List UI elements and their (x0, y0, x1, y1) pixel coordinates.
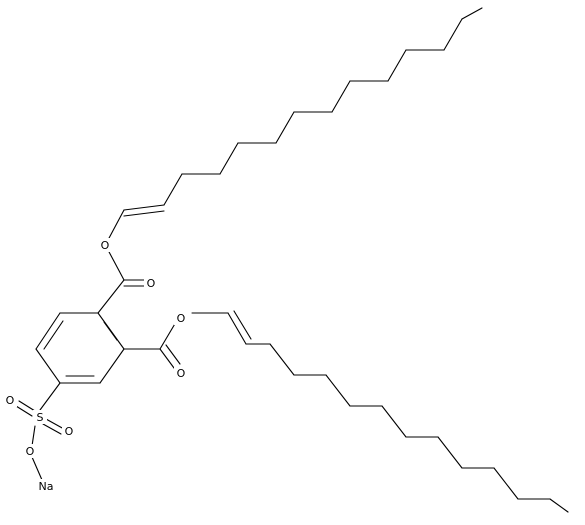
chain-bond (275, 111, 295, 144)
atom-o-ester-lower: O (174, 311, 188, 325)
carbonyl-double-bond (165, 344, 181, 365)
chain-bond (381, 405, 407, 438)
upper-ester-group (97, 249, 147, 314)
atom-sodium: Na (36, 479, 56, 493)
atom-label-o: O (26, 445, 35, 458)
sulfur-oxygen-bond (31, 425, 36, 447)
lower-ester-group (123, 321, 181, 369)
ring-to-carbonyl-bond (97, 279, 125, 314)
chain-bond (227, 312, 247, 345)
atom-label-o: O (65, 425, 74, 438)
ring-double-bond (103, 321, 118, 341)
ester-single-bond (107, 249, 125, 281)
atom-label-o: O (177, 312, 186, 325)
chain-bond (461, 7, 483, 20)
sulfonyl-double-bond (45, 418, 65, 430)
chain-bond (443, 18, 463, 51)
atom-o-sulfonyl-right: O (62, 424, 76, 438)
chain-bond (269, 343, 295, 376)
carbonyl-double-bond (159, 348, 175, 369)
ring-bond (35, 312, 61, 350)
chain-double-bond (123, 210, 165, 217)
atom-o-carbonyl-upper: O (144, 276, 158, 290)
atom-label-s: S (37, 411, 44, 424)
chain-bond (493, 467, 519, 500)
chain-bond (437, 436, 463, 469)
ring-bond (35, 348, 61, 384)
lower-alkenyl-chain (191, 310, 569, 513)
atom-sulfur: S (33, 410, 47, 424)
atom-labels: O O O O S O O O (3, 238, 188, 493)
sulfonate-group (15, 382, 65, 481)
chain-bond (219, 142, 239, 175)
chain-bond (331, 80, 351, 113)
sulfonyl-double-bond (42, 423, 62, 435)
sulfonyl-double-bond (18, 400, 36, 412)
ring-to-sulfur-bond (39, 382, 61, 411)
ring-double-bond (43, 320, 64, 350)
chain-bond (387, 49, 407, 82)
atom-label-o: O (147, 277, 156, 290)
chain-double-bond (233, 310, 252, 340)
oxygen-sodium-bond (31, 456, 43, 481)
chain-bond (163, 173, 183, 206)
atom-o-sulfonate: O (23, 444, 37, 458)
atom-o-sulfonyl-left: O (3, 393, 17, 407)
ester-single-bond (159, 321, 177, 350)
benzene-ring (35, 312, 125, 384)
upper-alkenyl-chain (107, 7, 483, 241)
atom-label-na: Na (39, 480, 54, 493)
chain-bond (549, 498, 569, 513)
chain-bond (325, 374, 351, 407)
sulfonyl-double-bond (15, 405, 33, 417)
atom-label-o: O (101, 239, 110, 252)
atom-label-o: O (6, 394, 15, 407)
atom-o-carbonyl-lower: O (174, 366, 188, 380)
atom-o-ester-upper: O (98, 238, 112, 252)
atom-label-o: O (177, 367, 186, 380)
ring-bond (99, 348, 125, 384)
chain-bond (123, 204, 165, 211)
chain-bond (107, 209, 125, 241)
